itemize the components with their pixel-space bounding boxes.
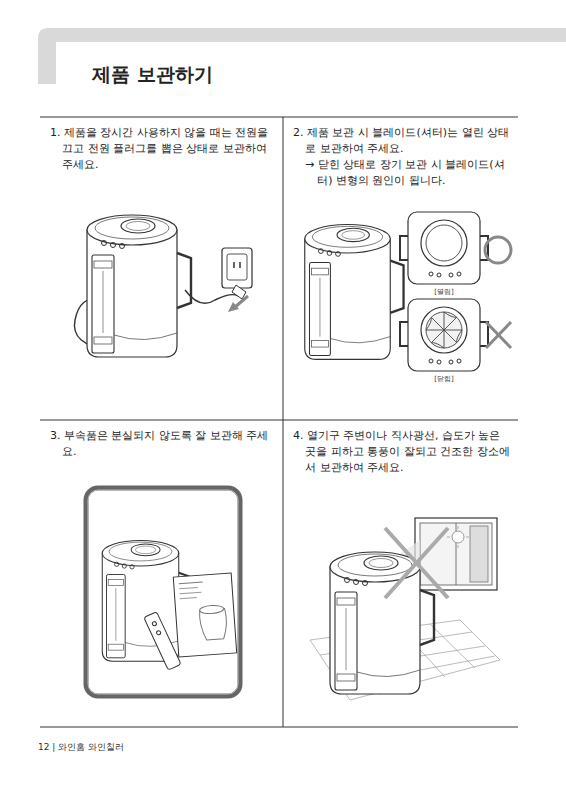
illustration-use <box>330 552 434 694</box>
illustration-path <box>444 317 457 330</box>
illustration-circle <box>452 531 464 543</box>
instruction-text: 4. 열기구 주변이나 직사광선, 습도가 높은 곳을 피하고 통풍이 잘되고 … <box>293 428 512 476</box>
illustration-path <box>400 236 408 260</box>
illustration-path <box>444 330 462 331</box>
illustration-line <box>180 598 197 599</box>
illustration-rect <box>173 573 236 657</box>
illustration-path <box>426 317 431 330</box>
instruction-note: → 닫힌 상태로 장기 보관 시 블레이드(셔터) 변형의 원인이 됩니다. <box>305 157 512 189</box>
illustration-rect <box>144 612 181 670</box>
illustration-circle <box>152 621 157 626</box>
illustration-path <box>400 322 408 346</box>
illustration-line <box>40 117 518 118</box>
instruction-panel: 1. 제품을 장시간 사용하지 않을 때는 전원을 끄고 전원 플러그를 뽑은 … <box>40 117 283 420</box>
illustration-line <box>235 296 248 307</box>
illustration-path <box>426 330 444 331</box>
page-title: 제품 보관하기 <box>92 62 213 88</box>
illustration-line <box>40 420 518 421</box>
illustration-line <box>283 117 284 727</box>
state-label: [열림] <box>434 287 453 297</box>
illustration-rect <box>420 523 492 585</box>
illustration-line <box>486 322 511 348</box>
illustration-line <box>486 322 511 348</box>
illustration-path <box>444 330 457 343</box>
instruction-panel: 3. 부속품은 분실되지 않도록 잘 보관해 주세요. <box>40 420 283 727</box>
illustration-rect <box>470 526 488 582</box>
illustration-path <box>431 330 444 343</box>
illustration-circle <box>449 273 453 277</box>
illustration-g <box>447 526 469 548</box>
illustration-path <box>457 330 462 343</box>
illustration-g <box>144 612 181 670</box>
instruction-text: 2. 제품 보관 시 블레이드(셔터)는 열린 상태로 보관하여 주세요. <box>293 125 512 157</box>
illustration-line <box>385 528 448 598</box>
illustration-g <box>426 312 462 348</box>
illustration-line <box>447 537 450 538</box>
illustration-use <box>305 225 404 360</box>
illustration-path <box>444 330 445 348</box>
illustration-line <box>40 727 518 728</box>
illustration-path <box>444 312 457 317</box>
illustration-circle <box>437 360 441 364</box>
illustration-use <box>87 215 191 357</box>
illustration-circle <box>437 273 441 277</box>
instruction-text: 1. 제품을 장시간 사용하지 않을 때는 전원을 끄고 전원 플러그를 뽑은 … <box>50 125 271 173</box>
illustration-circle <box>421 307 467 353</box>
illustration-line <box>179 592 201 594</box>
illustration-rect <box>415 518 497 590</box>
illustration-circle <box>457 359 461 363</box>
illustration-path <box>228 302 239 312</box>
illustration-path <box>444 312 445 330</box>
illustration-circle <box>485 237 511 263</box>
illustration-line <box>179 582 203 584</box>
illustration-rect <box>408 212 480 284</box>
illustration-path <box>431 317 444 330</box>
illustration-rect <box>408 299 480 371</box>
page-footer: 12 | 와인홈 와인칠러 <box>38 741 124 754</box>
illustration-line <box>233 262 235 268</box>
illustration-circle <box>426 312 462 348</box>
illustration-circle <box>449 360 453 364</box>
illustration-circle <box>156 630 161 635</box>
illustration-line <box>458 526 459 529</box>
illustration-circle <box>457 272 461 276</box>
illustration-rect <box>88 490 238 694</box>
illustration-rect <box>86 488 240 696</box>
illustration-ellipse <box>199 605 223 615</box>
illustration-path <box>431 343 444 348</box>
illustration-path <box>232 285 246 299</box>
instruction-panel: 2. 제품 보관 시 블레이드(셔터)는 열린 상태로 보관하여 주세요.→ 닫… <box>283 117 518 420</box>
illustration-g <box>173 573 236 657</box>
illustration-path <box>185 290 238 303</box>
illustration-circle <box>429 359 433 363</box>
illustration-line <box>385 528 448 598</box>
illustration-line <box>458 545 459 548</box>
illustration-path <box>480 322 488 346</box>
illustration-rect <box>227 254 247 280</box>
illustration-rect <box>222 248 252 288</box>
illustration-circle <box>429 272 433 276</box>
illustration-line <box>239 262 241 268</box>
instruction-text: 3. 부속품은 분실되지 않도록 잘 보관해 주세요. <box>50 428 271 460</box>
illustration-circle <box>426 225 462 261</box>
instruction-panel: 4. 열기구 주변이나 직사광선, 습도가 높은 곳을 피하고 통풍이 잘되고 … <box>283 420 518 727</box>
state-label: [닫힘] <box>434 374 453 384</box>
illustration-circle <box>421 220 467 266</box>
illustration-line <box>466 537 469 538</box>
illustration-line <box>179 587 198 588</box>
